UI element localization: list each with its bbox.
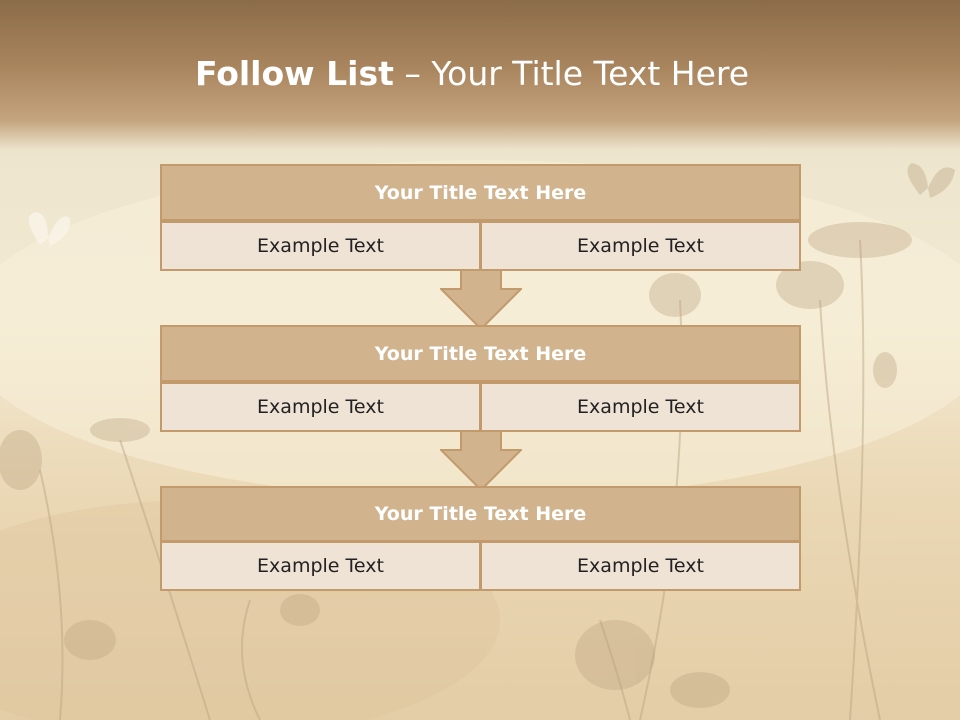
step-left-cell: Example Text [160,382,481,432]
step-box-3: Your Title Text Here Example Text Exampl… [160,486,801,591]
step-right-cell: Example Text [480,382,801,432]
title-bar [0,0,960,150]
slide-title-rest: – Your Title Text Here [393,54,750,93]
step-right-cell: Example Text [480,541,801,591]
slide-title-bold: Follow List [194,54,394,93]
step-title: Your Title Text Here [160,325,801,382]
down-arrow-icon [440,430,522,492]
step-box-1: Your Title Text Here Example Text Exampl… [160,164,801,271]
step-title: Your Title Text Here [160,486,801,542]
slide-title: Follow List – Your Title Text Here [0,54,944,93]
step-title: Your Title Text Here [160,164,801,221]
step-right-cell: Example Text [480,221,801,271]
step-left-cell: Example Text [160,541,481,591]
step-box-2: Your Title Text Here Example Text Exampl… [160,325,801,432]
step-left-cell: Example Text [160,221,481,271]
down-arrow-icon [440,269,522,331]
